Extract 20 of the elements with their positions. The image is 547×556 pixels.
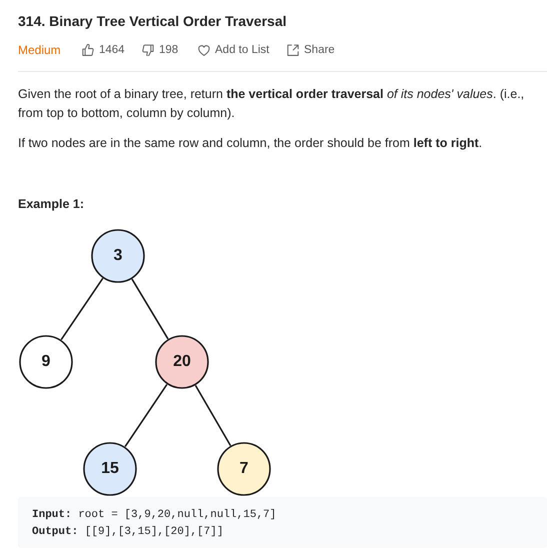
code-line: Input: root = [3,9,20,null,null,15,7]	[32, 508, 276, 522]
connector-line	[60, 278, 104, 340]
tree-node: 15	[83, 442, 137, 496]
example-heading: Example 1:	[18, 197, 84, 211]
connector-line	[194, 385, 232, 446]
page-title: 314. Binary Tree Vertical Order Traversal	[18, 13, 287, 29]
add-to-list-button: Add to List	[198, 42, 270, 58]
connector-line	[124, 384, 168, 448]
dislike-button: 198	[142, 42, 178, 58]
description-paragraph: Given the root of a binary tree, return the vertical order traversal of its nodes' values. (i.e., from top to bottom, column by column).	[18, 86, 526, 122]
tree-node: 3	[91, 229, 145, 283]
tree-node: 20	[155, 335, 209, 389]
share-button: Share	[287, 42, 335, 58]
code-line: Output: [[9],[3,15],[20],[7]]	[32, 525, 224, 539]
tree-node: 9	[19, 335, 73, 389]
like-button: 1464	[82, 42, 125, 58]
difficulty-label: Medium	[18, 43, 61, 57]
connector-line	[131, 278, 169, 340]
tree-node: 7	[217, 442, 271, 496]
description-paragraph: If two nodes are in the same row and column, the order should be from left to right.	[18, 135, 484, 152]
